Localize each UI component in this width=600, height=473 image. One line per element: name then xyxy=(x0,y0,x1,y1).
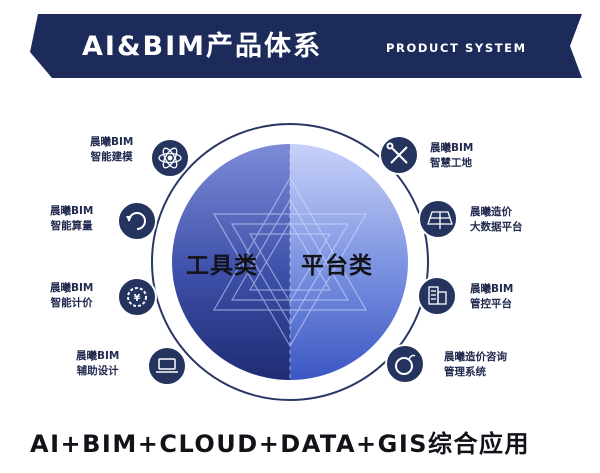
tools-icon xyxy=(386,142,408,164)
banner-subtitle: PRODUCT SYSTEM xyxy=(386,41,527,55)
right-node-2 xyxy=(418,199,458,239)
banner-shape xyxy=(30,14,582,78)
right-node-1 xyxy=(379,135,419,175)
center-left-half xyxy=(172,144,290,380)
left-item-3-label: 晨曦BIM 智能计价 xyxy=(50,281,93,311)
left-item-2-line1: 晨曦BIM xyxy=(50,205,94,217)
left-item-1-line1: 晨曦BIM xyxy=(90,136,134,148)
left-item-1-line2: 智能建模 xyxy=(90,151,133,163)
svg-text:¥: ¥ xyxy=(134,293,141,304)
center-circle xyxy=(172,144,408,380)
left-item-4-line1: 晨曦BIM xyxy=(76,350,120,362)
right-item-2-line1: 晨曦造价 xyxy=(470,206,512,218)
hexagram-pattern xyxy=(212,150,368,380)
yuan-gear-icon: ¥ xyxy=(127,287,147,307)
left-item-2-label: 晨曦BIM 智能算量 xyxy=(50,204,93,234)
right-item-3-label: 晨曦BIM 管控平台 xyxy=(470,282,513,312)
outer-ring xyxy=(151,123,429,401)
atom-icon xyxy=(158,147,182,169)
left-node-2 xyxy=(117,201,157,241)
bomb-icon xyxy=(395,354,416,375)
left-item-1-label: 晨曦BIM 智能建模 xyxy=(90,135,133,165)
right-item-1-label: 晨曦BIM 智慧工地 xyxy=(430,141,473,171)
left-item-3-line1: 晨曦BIM xyxy=(50,282,94,294)
solar-panel-icon xyxy=(427,211,453,229)
left-item-4-line2: 辅助设计 xyxy=(76,365,119,377)
left-item-2-line2: 智能算量 xyxy=(50,220,93,232)
left-node-4 xyxy=(147,346,187,386)
right-item-1-line2: 智慧工地 xyxy=(430,157,472,169)
right-item-4-line1: 晨曦造价咨询 xyxy=(444,351,507,363)
left-node-3: ¥ xyxy=(117,277,157,317)
left-node-1 xyxy=(150,138,190,178)
refresh-cycle-icon xyxy=(126,212,146,230)
left-item-3-line2: 智能计价 xyxy=(50,297,93,309)
right-item-2-label: 晨曦造价 大数据平台 xyxy=(470,205,523,235)
footer-text: AI+BIM+CLOUD+DATA+GIS综合应用 xyxy=(30,430,531,458)
building-icon xyxy=(428,286,447,305)
laptop-icon xyxy=(156,358,178,373)
right-node-4 xyxy=(385,344,425,384)
right-item-3-line1: 晨曦BIM xyxy=(470,283,514,295)
center-label-tools: 工具类 xyxy=(186,253,258,279)
right-item-2-line2: 大数据平台 xyxy=(470,221,523,233)
header-banner: AI&BIM产品体系 PRODUCT SYSTEM xyxy=(30,14,582,78)
left-item-4-label: 晨曦BIM 辅助设计 xyxy=(76,349,119,379)
right-item-4-label: 晨曦造价咨询 管理系统 xyxy=(444,350,507,380)
banner-title: AI&BIM产品体系 xyxy=(82,31,322,62)
center-label-platforms: 平台类 xyxy=(301,253,373,279)
right-item-3-line2: 管控平台 xyxy=(470,298,512,310)
center-right-half xyxy=(290,144,408,380)
right-node-3 xyxy=(417,276,457,316)
right-item-1-line1: 晨曦BIM xyxy=(430,142,474,154)
right-item-4-line2: 管理系统 xyxy=(444,366,486,378)
